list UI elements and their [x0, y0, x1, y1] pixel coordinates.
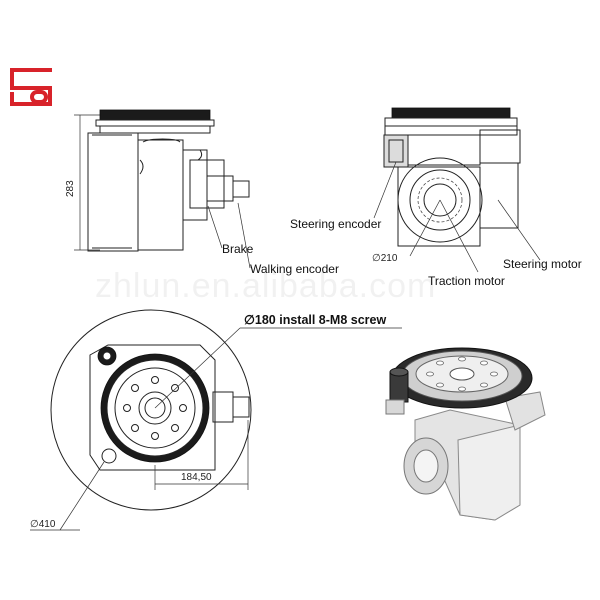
side-view: 283 Brake Walking encoder	[65, 109, 339, 276]
isometric-rendering	[385, 347, 546, 521]
offset-dimension: 184,50	[181, 472, 212, 483]
label-steering-motor: Steering motor	[503, 257, 582, 271]
front-view: Steering encoder ∅210 Traction motor Ste…	[290, 107, 582, 288]
top-view: 184,50 ∅180 install 8-M8 screw ∅410	[30, 309, 402, 531]
label-diameter-210: ∅210	[372, 253, 398, 264]
height-dimension: 283	[65, 180, 76, 197]
pcd-note: ∅180 install 8-M8 screw	[244, 313, 386, 327]
label-steering-encoder: Steering encoder	[290, 217, 381, 231]
watermark: zhlun.en.alibaba.com	[95, 267, 436, 305]
label-walking-encoder: Walking encoder	[250, 262, 339, 276]
brand-logo	[10, 68, 52, 106]
label-brake: Brake	[222, 242, 254, 256]
label-traction-motor: Traction motor	[428, 274, 505, 288]
label-diameter-410: ∅410	[30, 519, 56, 530]
